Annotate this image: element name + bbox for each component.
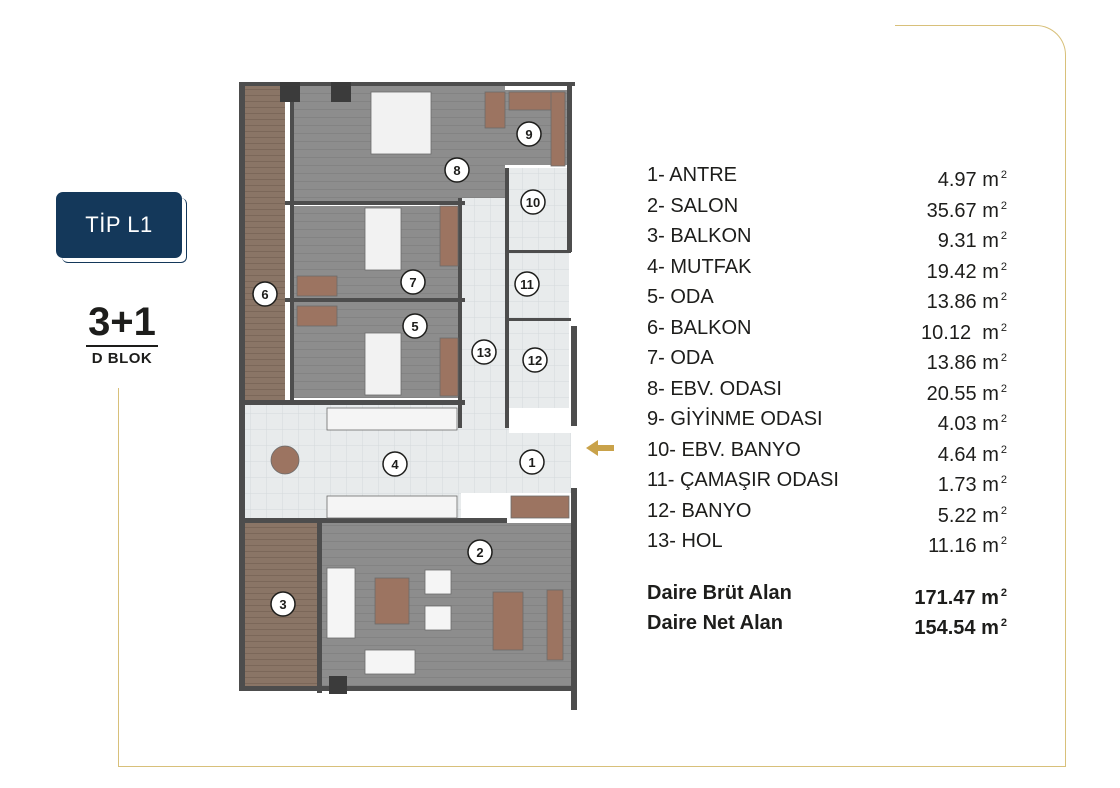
- svg-text:4: 4: [391, 457, 399, 472]
- room-name: 13- HOL: [647, 530, 723, 552]
- room-label-2: 2: [467, 539, 493, 565]
- room-name: 3- BALKON: [647, 225, 752, 247]
- svg-text:5: 5: [411, 319, 418, 334]
- room-label-11: 11: [514, 271, 540, 297]
- unit-layout: 3+1: [88, 300, 156, 344]
- room-label-13: 13: [471, 339, 497, 365]
- svg-text:12: 12: [528, 353, 542, 368]
- svg-text:13: 13: [477, 345, 491, 360]
- room-name: 7- ODA: [647, 347, 714, 369]
- svg-text:7: 7: [409, 275, 416, 290]
- balcony-6: [245, 86, 285, 402]
- svg-text:8: 8: [453, 163, 460, 178]
- svg-text:9: 9: [525, 127, 532, 142]
- room-name: 4- MUTFAK: [647, 255, 752, 278]
- room-label-12: 12: [522, 347, 548, 373]
- unit-block: D BLOK: [91, 350, 153, 367]
- svg-text:1: 1: [528, 455, 535, 470]
- room-label-3: 3: [270, 591, 296, 617]
- entrance-arrow-icon: [586, 440, 614, 456]
- frame-right: [1065, 80, 1066, 766]
- room-name: 1- ANTRE: [647, 164, 738, 186]
- frame-left: [118, 388, 119, 766]
- room-label-7: 7: [400, 269, 426, 295]
- room-name: 10- EBV. BANYO: [647, 438, 801, 461]
- svg-text:6: 6: [261, 287, 268, 302]
- room-name: 8- EBV. ODASI: [647, 377, 782, 400]
- room-name: 2- SALON: [647, 194, 739, 217]
- room-name: 6- BALKON: [647, 316, 752, 339]
- room-label-10: 10: [520, 189, 546, 215]
- room-label-6: 6: [252, 281, 278, 307]
- svg-text:2: 2: [476, 545, 483, 560]
- svg-text:11: 11: [520, 277, 534, 292]
- room-label-1: 1: [519, 449, 545, 475]
- room-name: 5- ODA: [647, 286, 714, 308]
- hall-13: [461, 198, 509, 433]
- floor-plan: 8 9 10 7 11 6 5 13 12 4 1 2 3: [239, 82, 577, 710]
- room-name: 11- ÇAMAŞIR ODASI: [647, 469, 839, 491]
- room-name: 9- GİYİNME ODASI: [647, 408, 823, 430]
- room-2: [317, 523, 572, 688]
- svg-text:10: 10: [526, 195, 540, 210]
- room-name: 12- BANYO: [647, 499, 752, 522]
- type-badge-label: TİP L1: [85, 212, 153, 237]
- unit-divider: [86, 345, 158, 347]
- entry-1: [461, 433, 571, 493]
- frame-corner: [1005, 25, 1066, 86]
- room-label-4: 4: [382, 451, 408, 477]
- room-label-9: 9: [516, 121, 542, 147]
- frame-bottom: [118, 766, 1066, 767]
- svg-text:3: 3: [279, 597, 286, 612]
- type-badge: TİP L1: [57, 193, 187, 263]
- room-label-8: 8: [444, 157, 470, 183]
- room-label-5: 5: [402, 313, 428, 339]
- frame-top: [895, 25, 1035, 26]
